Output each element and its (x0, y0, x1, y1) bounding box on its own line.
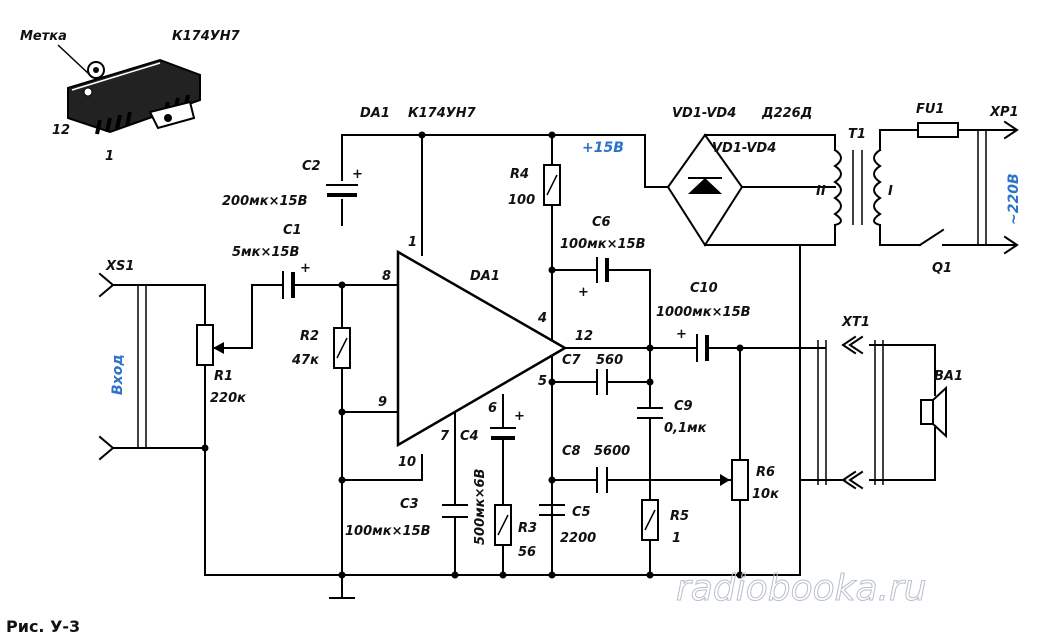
capacitor-c1: + (282, 261, 311, 299)
package-pin-12-label: 12 (52, 123, 70, 138)
capacitor-c2: + (326, 167, 363, 197)
c1-value: 5мк×15В (232, 245, 299, 260)
t1-secondary-label: II (816, 184, 826, 199)
svg-text:+: + (514, 409, 525, 424)
da1-type-label: К174УН7 (408, 106, 477, 121)
c2-ref: C2 (302, 159, 321, 174)
bridge-inner-label: VD1-VD4 (712, 141, 776, 156)
capacitor-c5 (539, 504, 565, 516)
capacitor-c8 (596, 467, 608, 493)
output-connector-xt1 (799, 335, 884, 490)
pin-9-label: 9 (378, 395, 387, 410)
pin-10-label: 10 (398, 455, 416, 470)
c8-value: 5600 (594, 444, 630, 459)
c3-ref: C3 (400, 497, 419, 512)
c9-value: 0,1мк (664, 421, 708, 436)
r4-ref: R4 (510, 167, 529, 182)
svg-text:+: + (300, 261, 311, 276)
input-connector-xs1 (98, 272, 147, 461)
c5-ref: C5 (572, 505, 591, 520)
da1-body-label: DA1 (470, 269, 500, 284)
q1-ref: Q1 (932, 261, 952, 276)
pin-12-label: 12 (575, 329, 593, 344)
c1-ref: C1 (283, 223, 302, 238)
r5-ref: R5 (670, 509, 689, 524)
c3-value: 100мк×15В (345, 524, 431, 539)
chip-package-inset: Метка К174УН7 12 1 (20, 29, 241, 164)
svg-text:+: + (578, 285, 589, 300)
resistor-r4 (543, 164, 561, 206)
chip-package-label: К174УН7 (172, 29, 241, 44)
r2-ref: R2 (300, 329, 319, 344)
r2-value: 47к (291, 353, 320, 368)
xp1-ref: XP1 (989, 105, 1019, 120)
input-label: Вход (110, 354, 126, 395)
r3-ref: R3 (518, 521, 537, 536)
c8-ref: C8 (562, 444, 581, 459)
diode-bridge (666, 133, 744, 247)
c10-ref: C10 (690, 281, 718, 296)
capacitor-c4: + (490, 409, 525, 440)
potentiometer-r6 (711, 459, 749, 501)
c7-value: 560 (596, 353, 623, 368)
c6-value: 100мк×15В (560, 237, 646, 252)
t1-primary-label: I (888, 184, 893, 199)
watermark: radiobooka.ru (676, 568, 927, 609)
transformer-t1 (799, 148, 882, 246)
r1-ref: R1 (214, 369, 233, 384)
pin-5-label: 5 (538, 374, 547, 389)
r3-value: 56 (518, 545, 536, 560)
fu1-ref: FU1 (916, 102, 944, 117)
package-pin-1-label: 1 (105, 149, 114, 164)
resistor-r2 (333, 327, 351, 369)
pin-4-label: 4 (537, 311, 547, 326)
speaker-ba1 (920, 385, 947, 439)
xt1-ref: XT1 (841, 315, 870, 330)
da1-amplifier: DA1 (396, 249, 568, 448)
r4-value: 100 (508, 193, 535, 208)
resistor-r5 (641, 499, 659, 541)
pin-1-label: 1 (408, 235, 417, 250)
da1-ref-label: DA1 (360, 106, 390, 121)
wires (112, 129, 1016, 599)
mains-voltage-label: ~220В (1006, 173, 1022, 225)
pin-7-label: 7 (440, 429, 450, 444)
bridge-type: Д226Д (761, 106, 812, 121)
r6-ref: R6 (756, 465, 775, 480)
capacitor-c9 (637, 407, 663, 419)
c5-value: 2200 (560, 531, 596, 546)
xs1-ref: XS1 (105, 259, 134, 274)
t1-ref: T1 (848, 127, 866, 142)
r6-value: 10к (752, 487, 780, 502)
c10-value: 1000мк×15В (656, 305, 751, 320)
resistor-r3 (494, 504, 512, 546)
mains-plug-xp1 (977, 120, 1019, 255)
supply-voltage-label: +15В (582, 140, 624, 156)
potentiometer-r1 (196, 324, 225, 366)
r1-value: 220к (210, 391, 247, 406)
capacitor-c6: + (578, 257, 609, 300)
figure-caption: Рис. У-3 (6, 617, 80, 636)
svg-text:+: + (352, 167, 363, 182)
c4-ref: C4 (460, 429, 479, 444)
ba1-ref: BA1 (934, 369, 963, 384)
c7-ref: C7 (562, 353, 582, 368)
c9-ref: C9 (674, 399, 693, 414)
junctions (201, 131, 744, 579)
pin-8-label: 8 (382, 269, 391, 284)
fuse-fu1 (917, 122, 959, 138)
svg-text:+: + (676, 327, 687, 342)
pin-6-label: 6 (488, 401, 497, 416)
switch-q1 (918, 228, 945, 247)
bridge-ref: VD1-VD4 (672, 106, 736, 121)
mark-label: Метка (20, 29, 67, 44)
capacitor-c7 (596, 369, 608, 395)
c6-ref: C6 (592, 215, 611, 230)
c2-value: 200мк×15В (222, 194, 308, 209)
capacitor-c3 (442, 504, 468, 518)
c4-value: 500мк×6В (473, 468, 488, 545)
r5-value: 1 (672, 531, 681, 546)
capacitor-c10: + (676, 327, 709, 362)
